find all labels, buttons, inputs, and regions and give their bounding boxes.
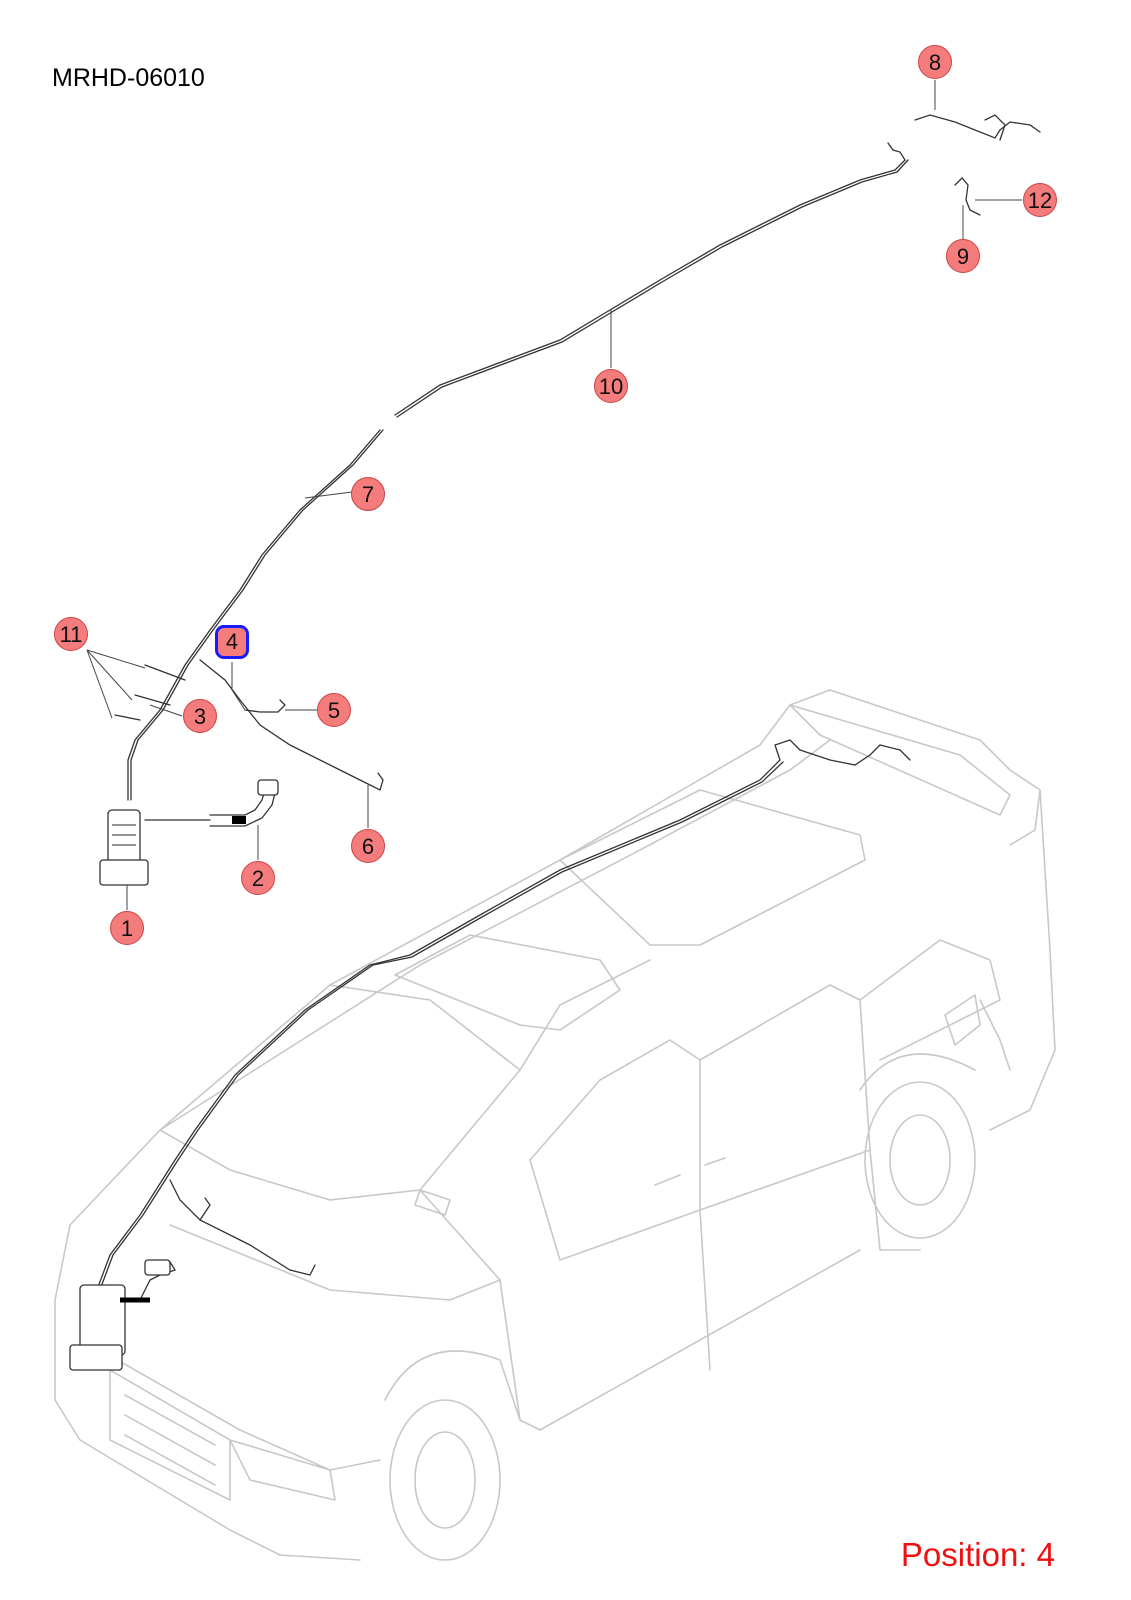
callout-1[interactable]: 1 bbox=[110, 911, 144, 945]
callout-8[interactable]: 8 bbox=[918, 45, 952, 79]
callout-3[interactable]: 3 bbox=[183, 699, 217, 733]
callout-10[interactable]: 10 bbox=[594, 369, 628, 403]
callout-12[interactable]: 12 bbox=[1023, 183, 1057, 217]
vehicle-reservoir bbox=[69, 1259, 171, 1371]
callout-9[interactable]: 9 bbox=[946, 239, 980, 273]
callout-7[interactable]: 7 bbox=[351, 477, 385, 511]
diagram-code: MRHD-06010 bbox=[52, 64, 205, 92]
callout-4[interactable]: 4 bbox=[215, 625, 249, 659]
selected-position-label: Position: 4 bbox=[900, 1536, 1055, 1573]
callout-6[interactable]: 6 bbox=[351, 829, 385, 863]
exploded-parts-solids bbox=[99, 779, 279, 886]
vehicle-hose-routing bbox=[94, 739, 911, 1301]
callout-2[interactable]: 2 bbox=[241, 861, 275, 895]
vehicle-outline bbox=[54, 689, 1056, 1561]
callout-leader-lines bbox=[86, 80, 1022, 910]
callout-11[interactable]: 11 bbox=[54, 617, 88, 651]
callout-5[interactable]: 5 bbox=[317, 693, 351, 727]
exploded-hose-parts bbox=[114, 114, 1041, 827]
